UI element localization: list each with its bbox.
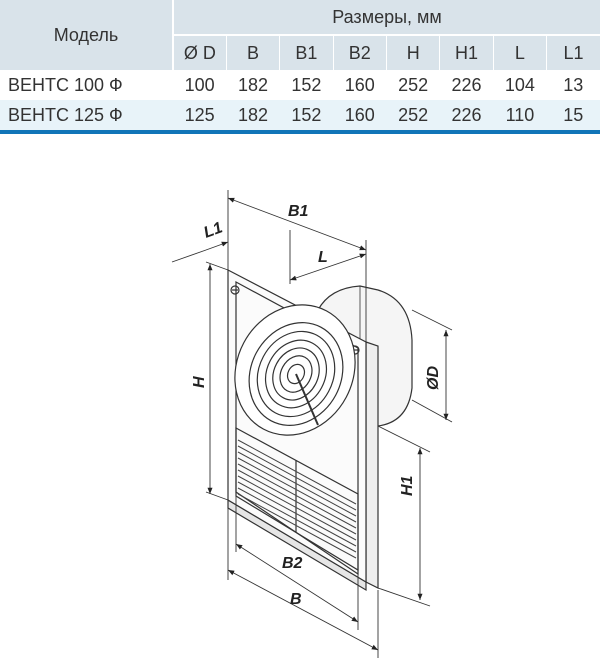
cell-l1: 15 [546, 100, 600, 132]
column-header-l1: L1 [546, 35, 600, 70]
cell-b2: 160 [333, 70, 387, 100]
model-name: ВЕНТС 100 Ф [0, 70, 173, 100]
dimension-label-b1: B1 [288, 203, 309, 220]
dimension-label-b: B [290, 591, 302, 608]
column-header-b: B [226, 35, 281, 70]
cell-h: 252 [386, 100, 440, 132]
fan-dimension-drawing: B1 L L1 H ØD H1 B2 B [171, 190, 453, 658]
dimension-label-h: H [191, 376, 208, 388]
cell-h: 252 [386, 70, 440, 100]
cell-b1: 152 [279, 100, 334, 132]
dimension-label-d: ØD [425, 366, 442, 390]
dimension-label-b2: B2 [282, 555, 303, 572]
column-header-b2: B2 [333, 35, 388, 70]
cell-b: 182 [226, 70, 280, 100]
column-header-h: H [386, 35, 441, 70]
fan-body [227, 269, 413, 592]
column-header-d: Ø D [173, 35, 227, 70]
table-row: ВЕНТС 125 Ф 125 182 152 160 252 226 110 … [0, 100, 600, 132]
column-header-h1: H1 [439, 35, 494, 70]
dimensions-group-header: Размеры, мм [173, 0, 600, 36]
cell-h1: 226 [439, 70, 494, 100]
cell-l: 104 [493, 70, 547, 100]
table-row: ВЕНТС 100 Ф 100 182 152 160 252 226 104 … [0, 70, 600, 100]
dimension-label-h1: H1 [399, 475, 416, 496]
louver-slats [237, 439, 357, 559]
cell-b1: 152 [279, 70, 334, 100]
cell-b2: 160 [333, 100, 387, 132]
dimension-label-l: L [318, 249, 328, 266]
column-header-l: L [493, 35, 548, 70]
cell-d: 125 [173, 100, 227, 132]
dimension-lines [171, 190, 453, 658]
model-name: ВЕНТС 125 Ф [0, 100, 173, 132]
model-column-header: Модель [0, 0, 174, 70]
dimension-label-l1: L1 [202, 219, 225, 241]
column-header-b1: B1 [279, 35, 334, 70]
dimensions-table: Модель Размеры, мм Ø D B B1 B2 H H1 L L1… [0, 0, 600, 134]
cell-d: 100 [173, 70, 227, 100]
cell-l: 110 [493, 100, 547, 132]
cell-b: 182 [226, 100, 280, 132]
cell-l1: 13 [546, 70, 600, 100]
cell-h1: 226 [439, 100, 494, 132]
